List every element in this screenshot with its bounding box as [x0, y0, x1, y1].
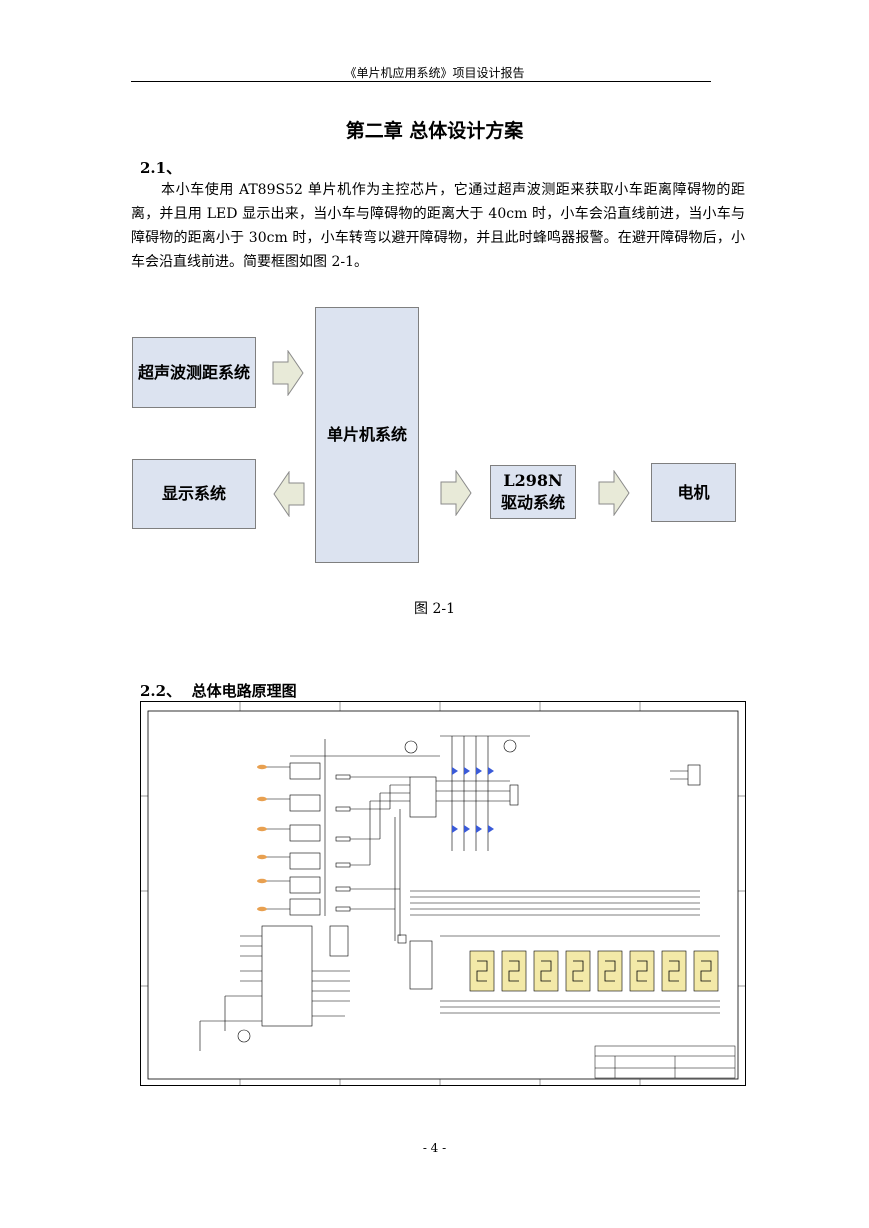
- box-l298n-driver: L298N 驱动系统: [490, 465, 576, 519]
- page-header: 《单片机应用系统》项目设计报告: [344, 66, 525, 80]
- arrow-driver-to-motor: [598, 470, 630, 516]
- page-number: - 4 -: [422, 1141, 447, 1155]
- section-2-1-heading: 2.1、: [140, 159, 182, 177]
- section-2-2-heading: 2.2、 总体电路原理图: [140, 680, 297, 701]
- box-motor: 电机: [651, 463, 736, 522]
- arrow-ultrasonic-to-mcu: [272, 350, 304, 396]
- section-2-2-title: 总体电路原理图: [191, 682, 297, 700]
- section-2-2-number: 2.2、: [140, 682, 182, 700]
- box-ultrasonic: 超声波测距系统: [132, 337, 256, 408]
- arrow-mcu-to-display: [273, 471, 305, 517]
- box-display: 显示系统: [132, 459, 256, 529]
- circuit-schematic-image: [140, 701, 746, 1086]
- chapter-title: 第二章 总体设计方案: [345, 120, 524, 142]
- header-rule: [131, 81, 711, 82]
- box-mcu: 单片机系统: [315, 307, 419, 563]
- arrow-mcu-to-driver: [440, 470, 472, 516]
- figure-caption: 图 2-1: [414, 601, 455, 617]
- section-2-1-paragraph: 本小车使用 AT89S52 单片机作为主控芯片，它通过超声波测距来获取小车距离障…: [131, 182, 745, 270]
